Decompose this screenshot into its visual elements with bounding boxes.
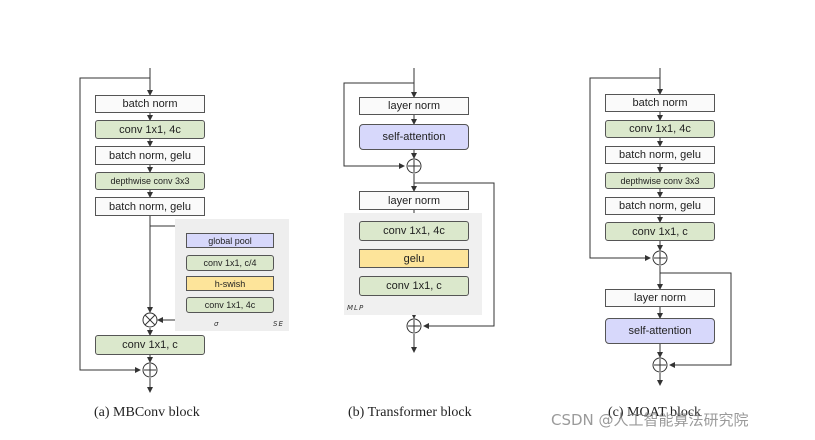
se-global-pool: global pool: [186, 233, 274, 248]
mlp-conv-1x1-4c: conv 1x1, 4c: [359, 221, 469, 241]
mbconv-conv-1x1-4c: conv 1x1, 4c: [95, 120, 205, 139]
transformer-self-attention: self-attention: [359, 124, 469, 150]
mlp-gelu: gelu: [359, 249, 469, 268]
mlp-conv-1x1-c: conv 1x1, c: [359, 276, 469, 296]
transformer-layer-norm-2: layer norm: [359, 191, 469, 210]
se-conv-1x1-4c: conv 1x1, 4c: [186, 297, 274, 313]
mbconv-batch-norm-gelu-1: batch norm, gelu: [95, 146, 205, 165]
mbconv-depthwise-conv: depthwise conv 3x3: [95, 172, 205, 190]
se-h-swish: h-swish: [186, 276, 274, 291]
moat-batch-norm: batch norm: [605, 94, 715, 112]
mbconv-batch-norm: batch norm: [95, 95, 205, 113]
sigma-label: σ: [214, 320, 220, 328]
moat-caption: (c) MOAT block: [608, 405, 702, 420]
mbconv-conv-1x1-c: conv 1x1, c: [95, 335, 205, 355]
moat-conv-1x1-4c: conv 1x1, 4c: [605, 120, 715, 138]
mbconv-batch-norm-gelu-2: batch norm, gelu: [95, 197, 205, 216]
mbconv-caption: (a) MBConv block: [94, 405, 200, 420]
moat-batch-norm-gelu-1: batch norm, gelu: [605, 146, 715, 164]
moat-self-attention: self-attention: [605, 318, 715, 344]
moat-depthwise-conv: depthwise conv 3x3: [605, 172, 715, 189]
transformer-caption: (b) Transformer block: [348, 405, 472, 420]
se-label: SE: [273, 320, 284, 328]
csdn-watermark: CSDN @人工智能算法研究院: [551, 411, 749, 429]
mlp-label: MLP: [347, 304, 365, 312]
moat-conv-1x1-c: conv 1x1, c: [605, 222, 715, 241]
moat-batch-norm-gelu-2: batch norm, gelu: [605, 197, 715, 215]
moat-layer-norm: layer norm: [605, 289, 715, 307]
se-conv-1x1-c4: conv 1x1, c/4: [186, 255, 274, 271]
transformer-layer-norm-1: layer norm: [359, 97, 469, 115]
